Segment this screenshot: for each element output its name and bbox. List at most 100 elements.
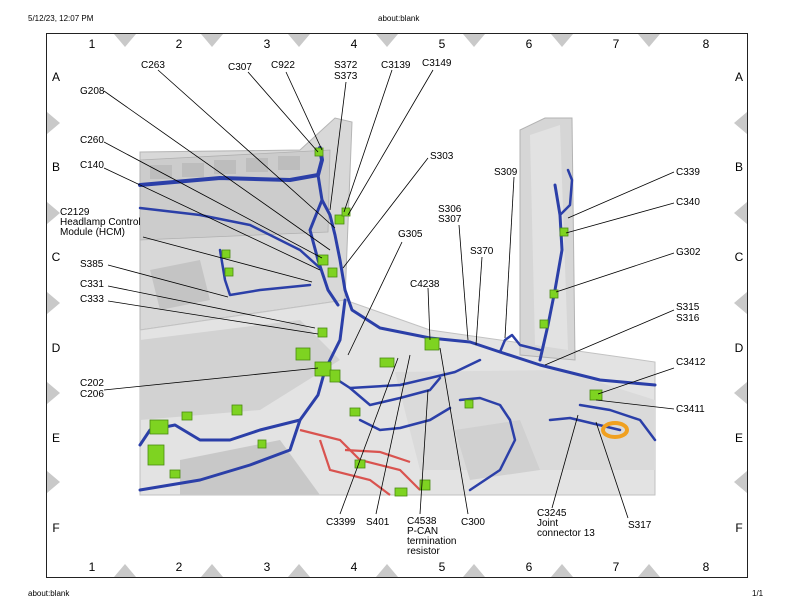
label-pcan-line2: termination: [407, 536, 457, 547]
grid-column-number: 5: [438, 37, 446, 51]
grid-marker: [551, 34, 573, 47]
grid-row-letter: A: [51, 70, 60, 84]
grid-marker: [734, 292, 747, 314]
label-hcm-line2: Module (HCM): [60, 227, 126, 238]
grid-marker: [201, 34, 223, 47]
label-s303: S303: [430, 151, 454, 162]
orange-part: [601, 421, 629, 439]
grid-marker: [376, 34, 398, 47]
grid-column-number: 3: [263, 560, 271, 574]
grid-column-number: 4: [350, 37, 358, 51]
grid-column-number: 7: [612, 560, 620, 574]
grid-row-letter: D: [51, 341, 61, 355]
footer-page-number: 1/1: [752, 589, 764, 598]
grid-marker: [47, 292, 60, 314]
label-pcan-line3: resistor: [407, 546, 440, 557]
label-c3399: C3399: [326, 517, 356, 528]
grid-marker: [734, 112, 747, 134]
grid-column-number: 6: [525, 560, 533, 574]
grid-column-number: 6: [525, 37, 533, 51]
label-joint-line1: Joint: [537, 518, 559, 529]
label-g208: G208: [80, 86, 105, 97]
grid-column-number: 2: [175, 560, 183, 574]
grid-marker: [114, 34, 136, 47]
label-c2129: C2129: [60, 207, 90, 218]
grid-marker: [463, 34, 485, 47]
label-s306: S306: [438, 204, 462, 215]
grid-marker: [201, 564, 223, 577]
label-c331: C331: [80, 279, 104, 290]
label-s309: S309: [494, 167, 518, 178]
grid-row-letter: C: [51, 250, 61, 264]
grid-column-number: 2: [175, 37, 183, 51]
label-c339: C339: [676, 167, 700, 178]
grid-column-number: 7: [612, 37, 620, 51]
grid-marker: [463, 564, 485, 577]
diagram-frame: [46, 33, 748, 578]
grid-column-number: 4: [350, 560, 358, 574]
connectors: [147, 147, 603, 497]
grid-marker: [47, 112, 60, 134]
grid-column-number: 8: [702, 560, 710, 574]
grid-marker: [638, 564, 660, 577]
grid-marker: [551, 564, 573, 577]
grid-row-letter: B: [734, 160, 743, 174]
label-c4538: C4538: [407, 516, 437, 527]
label-g302: G302: [676, 247, 701, 258]
label-s373: S373: [334, 71, 358, 82]
grid-row-letter: A: [734, 70, 743, 84]
grid-row-letter: E: [51, 431, 60, 445]
grid-column-number: 8: [702, 37, 710, 51]
grid-marker: [47, 471, 60, 493]
label-hcm-line1: Headlamp Control: [60, 217, 141, 228]
footer-url: about:blank: [28, 589, 70, 598]
label-c922: C922: [271, 60, 295, 71]
grid-marker: [376, 564, 398, 577]
grid-marker: [288, 34, 310, 47]
label-s316: S316: [676, 313, 700, 324]
grid-row-letter: F: [52, 521, 60, 535]
label-c3411: C3411: [676, 404, 705, 415]
label-c202: C202: [80, 378, 104, 389]
grid-column-number: 5: [438, 560, 446, 574]
label-c3245: C3245: [537, 508, 567, 519]
grid-marker: [734, 202, 747, 224]
label-c3412: C3412: [676, 357, 706, 368]
grid-marker: [288, 564, 310, 577]
label-s385: S385: [80, 259, 104, 270]
label-c3139: C3139: [381, 60, 411, 71]
grid-row-letter: D: [734, 341, 744, 355]
vehicle-body: [139, 117, 656, 496]
grid-marker: [114, 564, 136, 577]
label-c300: C300: [461, 517, 485, 528]
grid-row-letter: F: [735, 521, 743, 535]
label-s317: S317: [628, 520, 652, 531]
grid-marker: [47, 202, 60, 224]
label-s401: S401: [366, 517, 390, 528]
label-s370: S370: [470, 246, 494, 257]
label-c307: C307: [228, 62, 252, 73]
label-c3149: C3149: [422, 58, 452, 69]
blue-harness: [138, 146, 657, 492]
grid-column-number: 3: [263, 37, 271, 51]
grid-marker: [47, 382, 60, 404]
grid-column-number: 1: [88, 560, 96, 574]
print-datetime: 5/12/23, 12:07 PM: [28, 14, 94, 23]
label-joint-line2: connector 13: [537, 528, 595, 539]
grid-marker: [734, 471, 747, 493]
grid-marker: [638, 34, 660, 47]
print-page-url: about:blank: [378, 14, 420, 23]
label-g305: G305: [398, 229, 423, 240]
label-s372: S372: [334, 60, 358, 71]
label-c260: C260: [80, 135, 104, 146]
leader-lines: [103, 69, 675, 519]
grid-row-letter: B: [51, 160, 60, 174]
grid-row-letter: C: [734, 250, 744, 264]
label-s315: S315: [676, 302, 700, 313]
grid-column-number: 1: [88, 37, 96, 51]
label-s307: S307: [438, 214, 462, 225]
label-c206: C206: [80, 389, 104, 400]
label-c4238: C4238: [410, 279, 440, 290]
label-c263: C263: [141, 60, 165, 71]
